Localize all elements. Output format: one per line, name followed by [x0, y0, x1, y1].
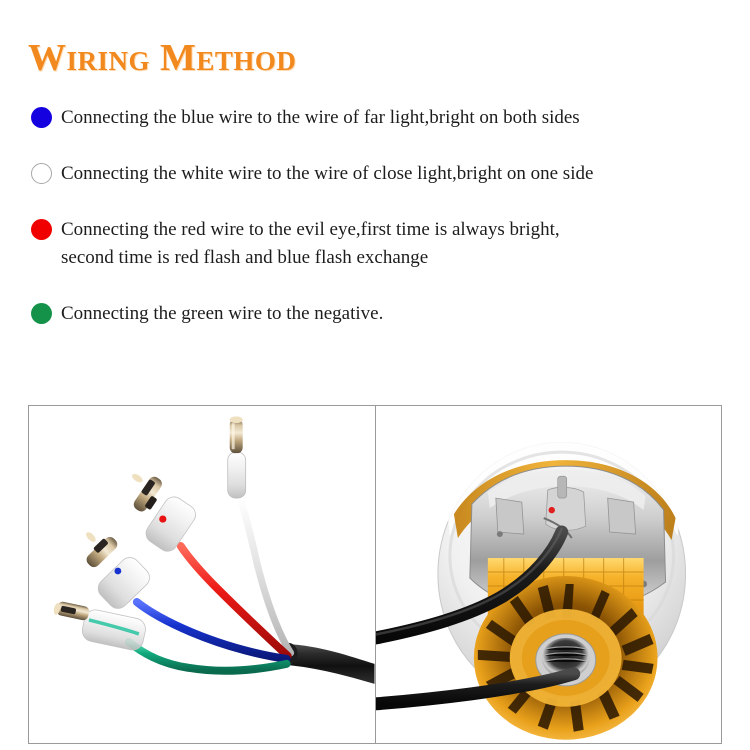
black-wire-upper: [375, 525, 568, 645]
instruction-text: Connecting the green wire to the negativ…: [61, 303, 384, 324]
green-wire-connector: [53, 601, 146, 651]
blue-circle-icon: [31, 107, 52, 128]
wiring-instruction-list: Connecting the blue wire to the wire of …: [0, 104, 750, 356]
green-circle-icon: [31, 303, 52, 324]
led-projector-illustration: [375, 406, 721, 743]
led-projector-lens-photo: [375, 406, 721, 743]
wire-harness-illustration: [29, 406, 375, 743]
blue-wire-connector: [86, 532, 150, 609]
green-wire: [124, 637, 291, 675]
red-wire: [176, 542, 292, 660]
white-wire-connector: [227, 416, 247, 499]
wire-harness-connectors-photo: [29, 406, 376, 743]
product-photo-gallery: [28, 405, 722, 744]
instruction-text: Connecting the blue wire to the wire of …: [61, 107, 580, 128]
black-wire-lower: [375, 667, 580, 711]
red-circle-icon: [31, 219, 52, 240]
cable-sleeve: [285, 643, 375, 684]
list-item: Connecting the red wire to the evil eye,…: [0, 216, 750, 272]
instruction-text: Connecting the white wire to the wire of…: [61, 163, 594, 184]
red-wire-connector: [132, 473, 196, 552]
list-item: Connecting the green wire to the negativ…: [0, 300, 750, 328]
blue-wire: [132, 597, 291, 663]
instruction-text: Connecting the red wire to the evil eye,…: [61, 219, 560, 268]
list-item: Connecting the white wire to the wire of…: [0, 160, 750, 188]
list-item: Connecting the blue wire to the wire of …: [0, 104, 750, 132]
white-circle-icon: [31, 163, 52, 184]
white-wire: [237, 494, 295, 657]
red-solder-point: [548, 506, 555, 514]
page-title: Wiring Method: [28, 37, 297, 79]
